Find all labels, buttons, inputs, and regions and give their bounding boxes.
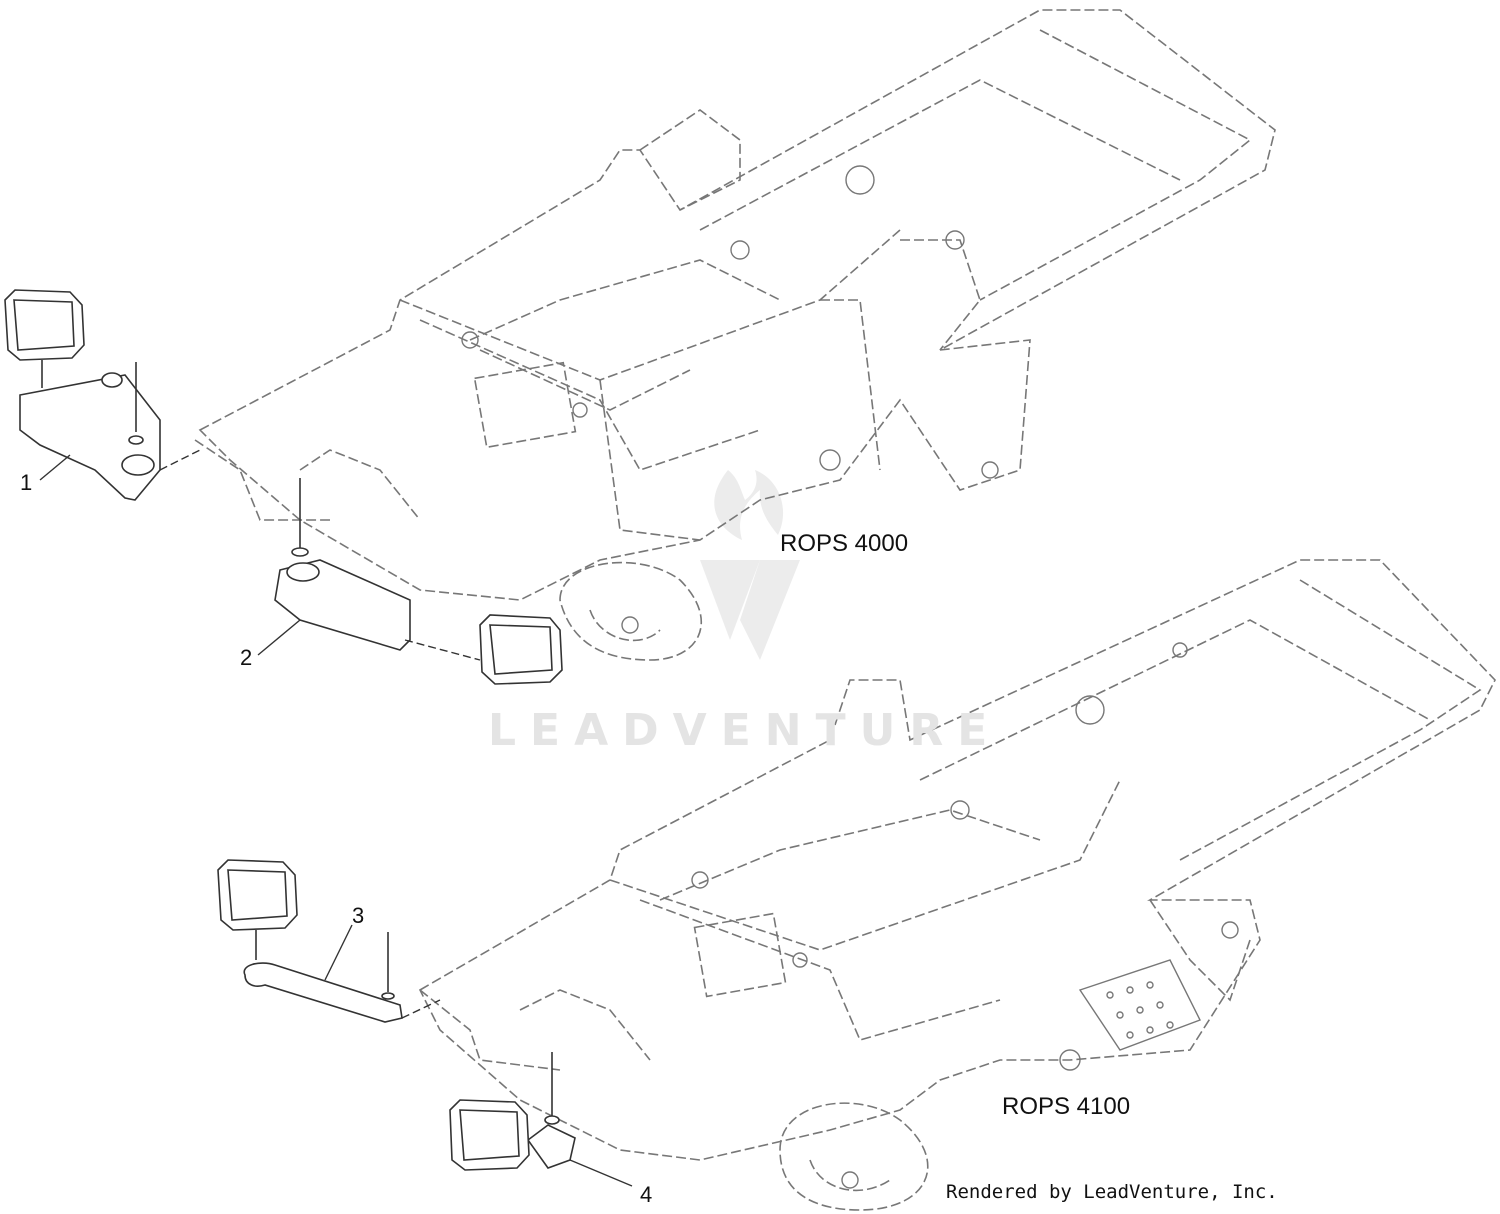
headlight-right-lower <box>449 1099 530 1171</box>
watermark-logo <box>700 470 800 660</box>
bracket-part-4 <box>526 1124 576 1169</box>
callout-2: 2 <box>240 645 253 670</box>
callout-4: 4 <box>640 1182 653 1207</box>
callout-1: 1 <box>20 470 33 495</box>
assembly-label-rops-4000: ROPS 4000 <box>780 530 909 557</box>
assembly-label-rops-4100: ROPS 4100 <box>1002 1093 1131 1120</box>
watermark-text: LEADVENTURE <box>488 705 1002 756</box>
rops-4000-parts <box>4 289 563 685</box>
rops-4100-step-plate <box>1078 959 1201 1051</box>
callout-3: 3 <box>352 903 365 928</box>
bracket-part-3 <box>243 962 403 1023</box>
credit-text: Rendered by LeadVenture, Inc. <box>946 1181 1278 1203</box>
rops-4000-holes <box>461 165 999 634</box>
rops-4100-holes <box>691 642 1239 1189</box>
rops-4100-leaders <box>324 924 633 1187</box>
headlight-left-lower <box>217 859 298 931</box>
bracket-part-2 <box>274 559 411 651</box>
rops-4000-leaders <box>39 449 481 661</box>
rops-4100-parts <box>217 859 576 1171</box>
rops-4000-frame <box>194 9 1276 661</box>
headlight-left-upper <box>4 289 85 361</box>
headlight-right-upper <box>479 614 563 685</box>
rops-4100-frame <box>418 559 1496 1211</box>
